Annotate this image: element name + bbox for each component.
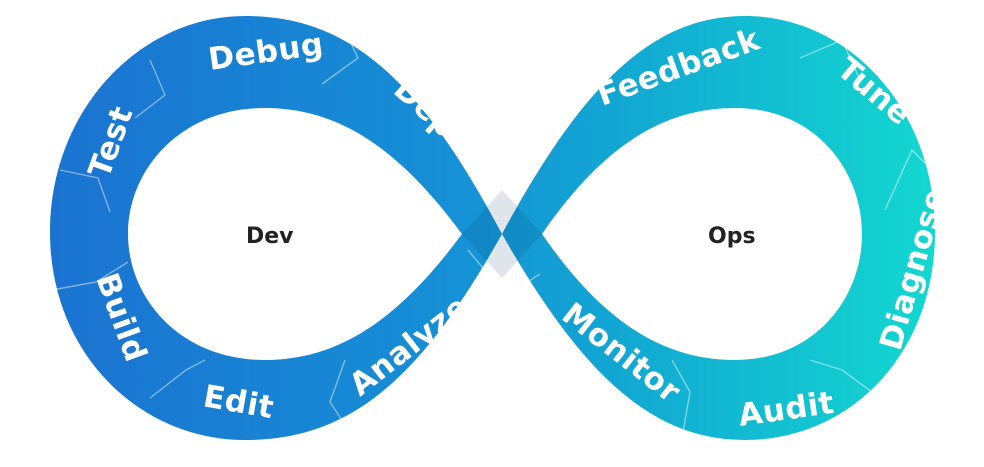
ops-center-label: Ops	[708, 224, 756, 249]
dev-center-label: Dev	[246, 224, 294, 249]
segment-dividers	[51, 19, 933, 441]
infinity-band	[50, 16, 935, 440]
crossing-shade	[462, 190, 542, 278]
